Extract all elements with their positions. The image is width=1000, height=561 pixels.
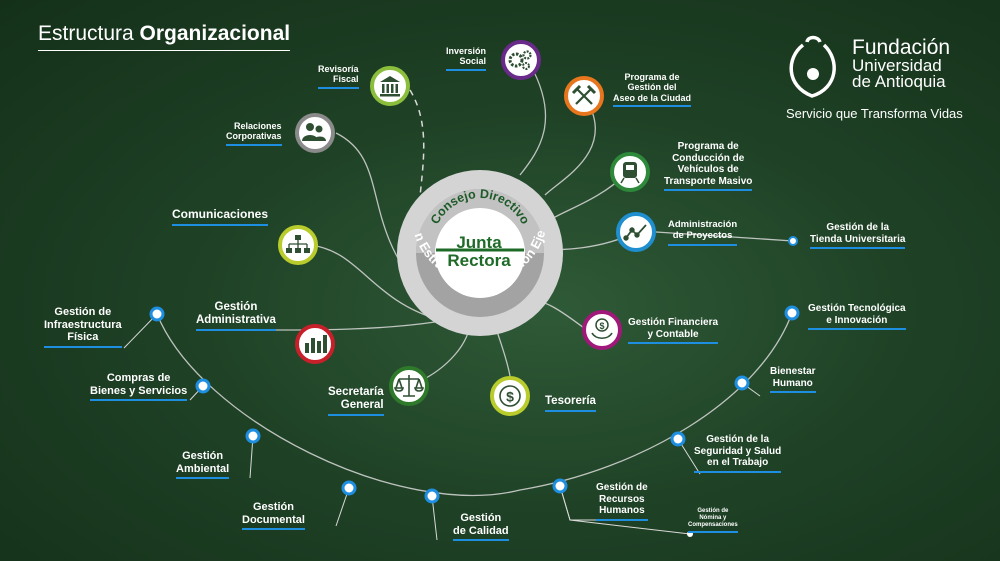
administrativa-node[interactable] (295, 324, 335, 364)
bienestar-label: Bienestar Humano (770, 366, 816, 393)
arc-node-compras (195, 378, 211, 394)
train-icon (620, 162, 640, 184)
tesoreria-label: Tesorería (545, 395, 596, 413)
arc-node-infraestructura (149, 306, 165, 322)
transporte-node[interactable] (610, 152, 650, 192)
arc-node-recursos (552, 478, 568, 494)
calidad-label: Gestión de Calidad (453, 512, 509, 542)
financiera-node[interactable]: $ (582, 310, 622, 350)
arc-node-bienestar (734, 375, 750, 391)
nomina-label: Gestión de Nómina y Compensaciones (688, 508, 738, 533)
tienda-label: Gestión de la Tienda Universitaria (810, 222, 906, 249)
people-icon (302, 123, 326, 141)
trend-icon (623, 224, 647, 241)
proyectos-node[interactable] (616, 212, 656, 252)
revisoria-node[interactable] (370, 66, 410, 106)
bar-chart-icon (305, 335, 327, 353)
arc-node-tecnologica (784, 305, 800, 321)
arc-node-ambiental (245, 428, 261, 444)
junta-rectora-label: Junta Rectora (447, 233, 511, 271)
logo-slogan: Servicio que Transforma Vidas (786, 106, 963, 121)
inversion-label: Inversión Social (446, 46, 487, 71)
org-chart-icon (286, 235, 310, 253)
tecnologica-label: Gestión Tecnológica e Innovación (808, 303, 906, 330)
money-hand-icon: $ (591, 318, 613, 340)
relaciones-label: Relaciones Corporativas (226, 121, 282, 146)
scales-icon (393, 375, 425, 397)
aseo-label: Programa de Gestión del Aseo de la Ciuda… (613, 72, 692, 108)
gears-icon (508, 50, 532, 70)
logo-name: Fundación Universidad de Antioquia (852, 36, 951, 92)
infraestructura-label: Gestión de Infraestructura Física (44, 306, 122, 348)
tools-icon (571, 84, 597, 105)
svg-text:$: $ (599, 321, 604, 331)
secretaria-label: Secretaría General (328, 386, 384, 417)
tesoreria-node[interactable]: $ (490, 376, 530, 416)
svg-text:$: $ (506, 389, 514, 405)
bank-icon (380, 76, 400, 97)
arc-node-documental (341, 480, 357, 496)
aseo-node[interactable] (564, 76, 604, 116)
arc-node-seguridad (670, 431, 686, 447)
arc-node-tienda (788, 236, 798, 246)
inversion-node[interactable] (501, 40, 541, 80)
fundacion-logo-emblem (789, 35, 836, 98)
transporte-label: Programa de Conducción de Vehículos de T… (664, 141, 753, 191)
revisoria-label: Revisoría Fiscal (318, 64, 359, 89)
arc-node-calidad (424, 488, 440, 504)
recursos-label: Gestión de Recursos Humanos (596, 482, 648, 521)
relaciones-node[interactable] (295, 113, 335, 153)
comunicaciones-node[interactable] (278, 225, 318, 265)
comunicaciones-label: Comunicaciones (172, 207, 269, 226)
compras-label: Compras de Bienes y Servicios (90, 372, 188, 402)
seguridad-label: Gestión de la Seguridad y Salud en el Tr… (694, 434, 782, 473)
financiera-label: Gestión Financiera y Contable (628, 317, 719, 344)
documental-label: Gestión Documental (242, 501, 305, 531)
administrativa-label: Gestión Administrativa (196, 301, 276, 332)
page-title: Estructura Organizacional (38, 22, 291, 51)
secretaria-node[interactable] (389, 366, 429, 406)
proyectos-label: Administración de Proyectos (668, 219, 738, 246)
dollar-icon: $ (499, 385, 521, 407)
ambiental-label: Gestión Ambiental (176, 450, 230, 480)
